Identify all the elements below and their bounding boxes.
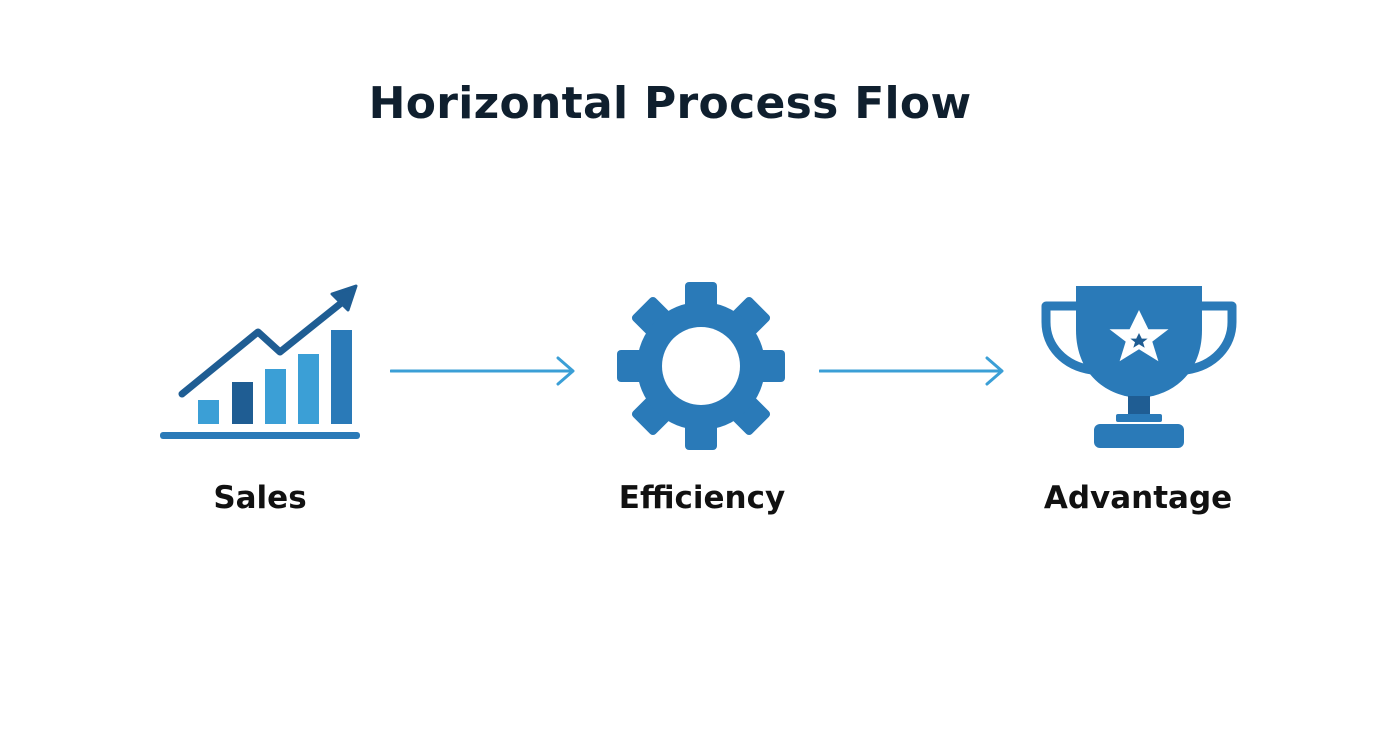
growth-chart-icon [160, 284, 360, 439]
connector-arrow-2 [819, 356, 1004, 386]
gear-icon [617, 282, 785, 450]
diagram-title: Horizontal Process Flow [368, 78, 972, 129]
step-label-advantage: Advantage [1043, 480, 1233, 516]
trophy-base [1094, 424, 1184, 448]
step-label-efficiency: Efficiency [618, 480, 786, 516]
chart-bar-2 [232, 382, 253, 424]
chart-baseline [160, 432, 360, 439]
trophy-icon [1041, 286, 1237, 448]
trophy-collar [1116, 414, 1162, 422]
chart-bar-5 [331, 330, 352, 424]
chart-bar-1 [198, 400, 219, 424]
trophy-star-inner [1130, 333, 1148, 348]
step-label-sales: Sales [213, 480, 307, 516]
chart-bar-3 [265, 369, 286, 424]
connector-arrow-1 [390, 356, 575, 386]
trophy-stem [1128, 396, 1150, 418]
trophy-handles [1041, 301, 1237, 375]
trend-arrowhead [330, 284, 358, 312]
chart-bar-4 [298, 354, 319, 424]
trend-line [178, 300, 344, 398]
